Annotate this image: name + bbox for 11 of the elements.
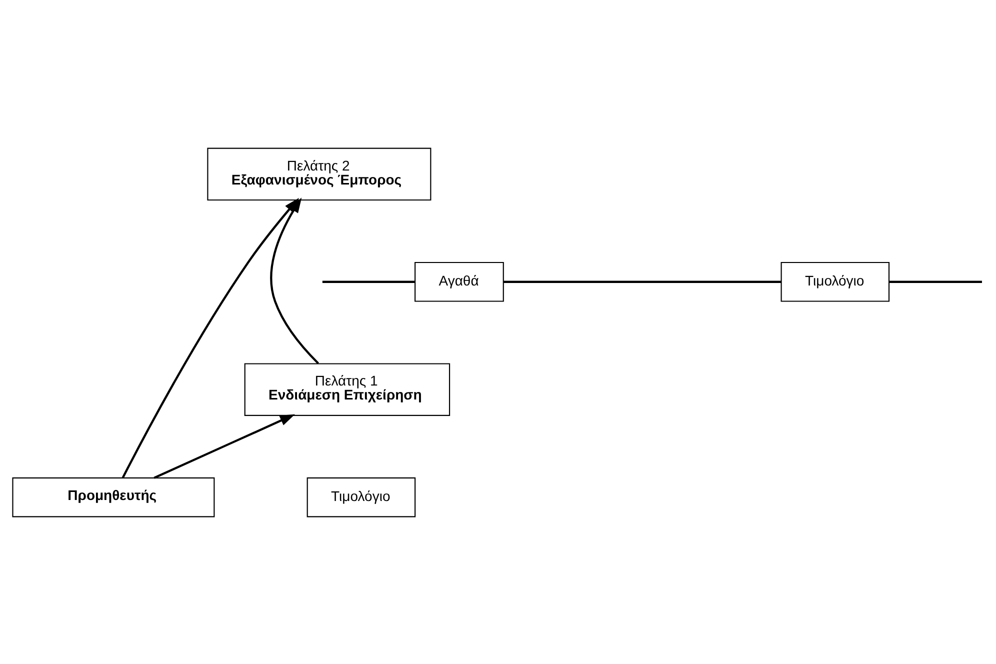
arrow bbox=[122, 197, 300, 478]
node-box: Τιμολόγιο bbox=[306, 476, 416, 517]
node-box: Αγαθά bbox=[414, 261, 504, 302]
connector bbox=[889, 280, 982, 282]
node-box: Τιμολόγιο bbox=[780, 261, 890, 302]
node-box: Πελάτης 2 Εξαφανισμένος Έμπορος bbox=[207, 147, 432, 200]
connector bbox=[322, 280, 415, 282]
connector bbox=[504, 280, 782, 282]
arrow bbox=[154, 414, 296, 478]
node-box: Προμηθευτής bbox=[12, 476, 215, 517]
node-box: Πελάτης 1 Ενδιάμεση Επιχείρηση bbox=[244, 362, 450, 416]
